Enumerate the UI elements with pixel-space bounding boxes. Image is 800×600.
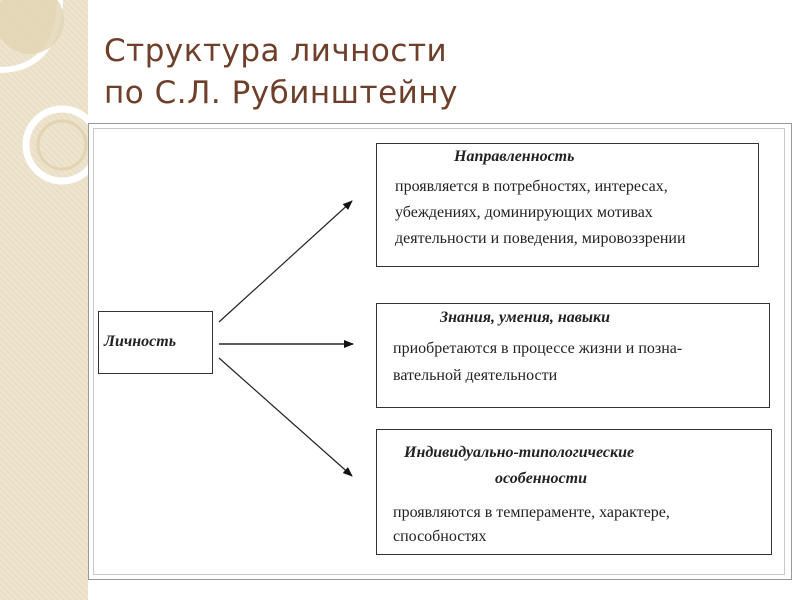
- branch-2-desc-line-2: вательной деятельности: [393, 367, 558, 384]
- branch-box-1: [376, 143, 759, 267]
- branch-box-2: [376, 303, 770, 408]
- branch-1-heading: Направленность: [454, 148, 575, 165]
- diagram-inner-frame: [93, 128, 785, 575]
- branch-3-desc-line-2: способностях: [393, 528, 487, 545]
- branch-3-heading-line-1: Индивидуально-типологические: [404, 444, 635, 461]
- branch-1-desc-line-1: проявляется в потребностях, интересах,: [395, 178, 668, 195]
- branch-1-desc-line-3: деятельности и поведения, мировоззрении: [395, 230, 686, 247]
- branch-box-3: [376, 429, 772, 555]
- decorative-circles: [0, 0, 100, 185]
- branch-3-heading-line-2: особенности: [495, 470, 587, 487]
- slide-title: Структура личности по С.Л. Рубинштейну: [104, 30, 458, 114]
- title-line-2: по С.Л. Рубинштейну: [104, 75, 458, 111]
- branch-2-desc-line-1: приобретаются в процессе жизни и позна-: [393, 340, 683, 357]
- root-node-box: [98, 311, 213, 374]
- title-line-1: Структура личности: [104, 33, 448, 69]
- decorative-side-band: [0, 0, 88, 600]
- root-node-label: Личность: [104, 333, 177, 350]
- branch-1-desc-line-2: убеждениях, доминирующих мотивах: [395, 204, 653, 221]
- branch-2-heading: Знания, умения, навыки: [440, 309, 610, 326]
- branch-3-desc-line-1: проявляются в темпераменте, характере,: [393, 504, 670, 521]
